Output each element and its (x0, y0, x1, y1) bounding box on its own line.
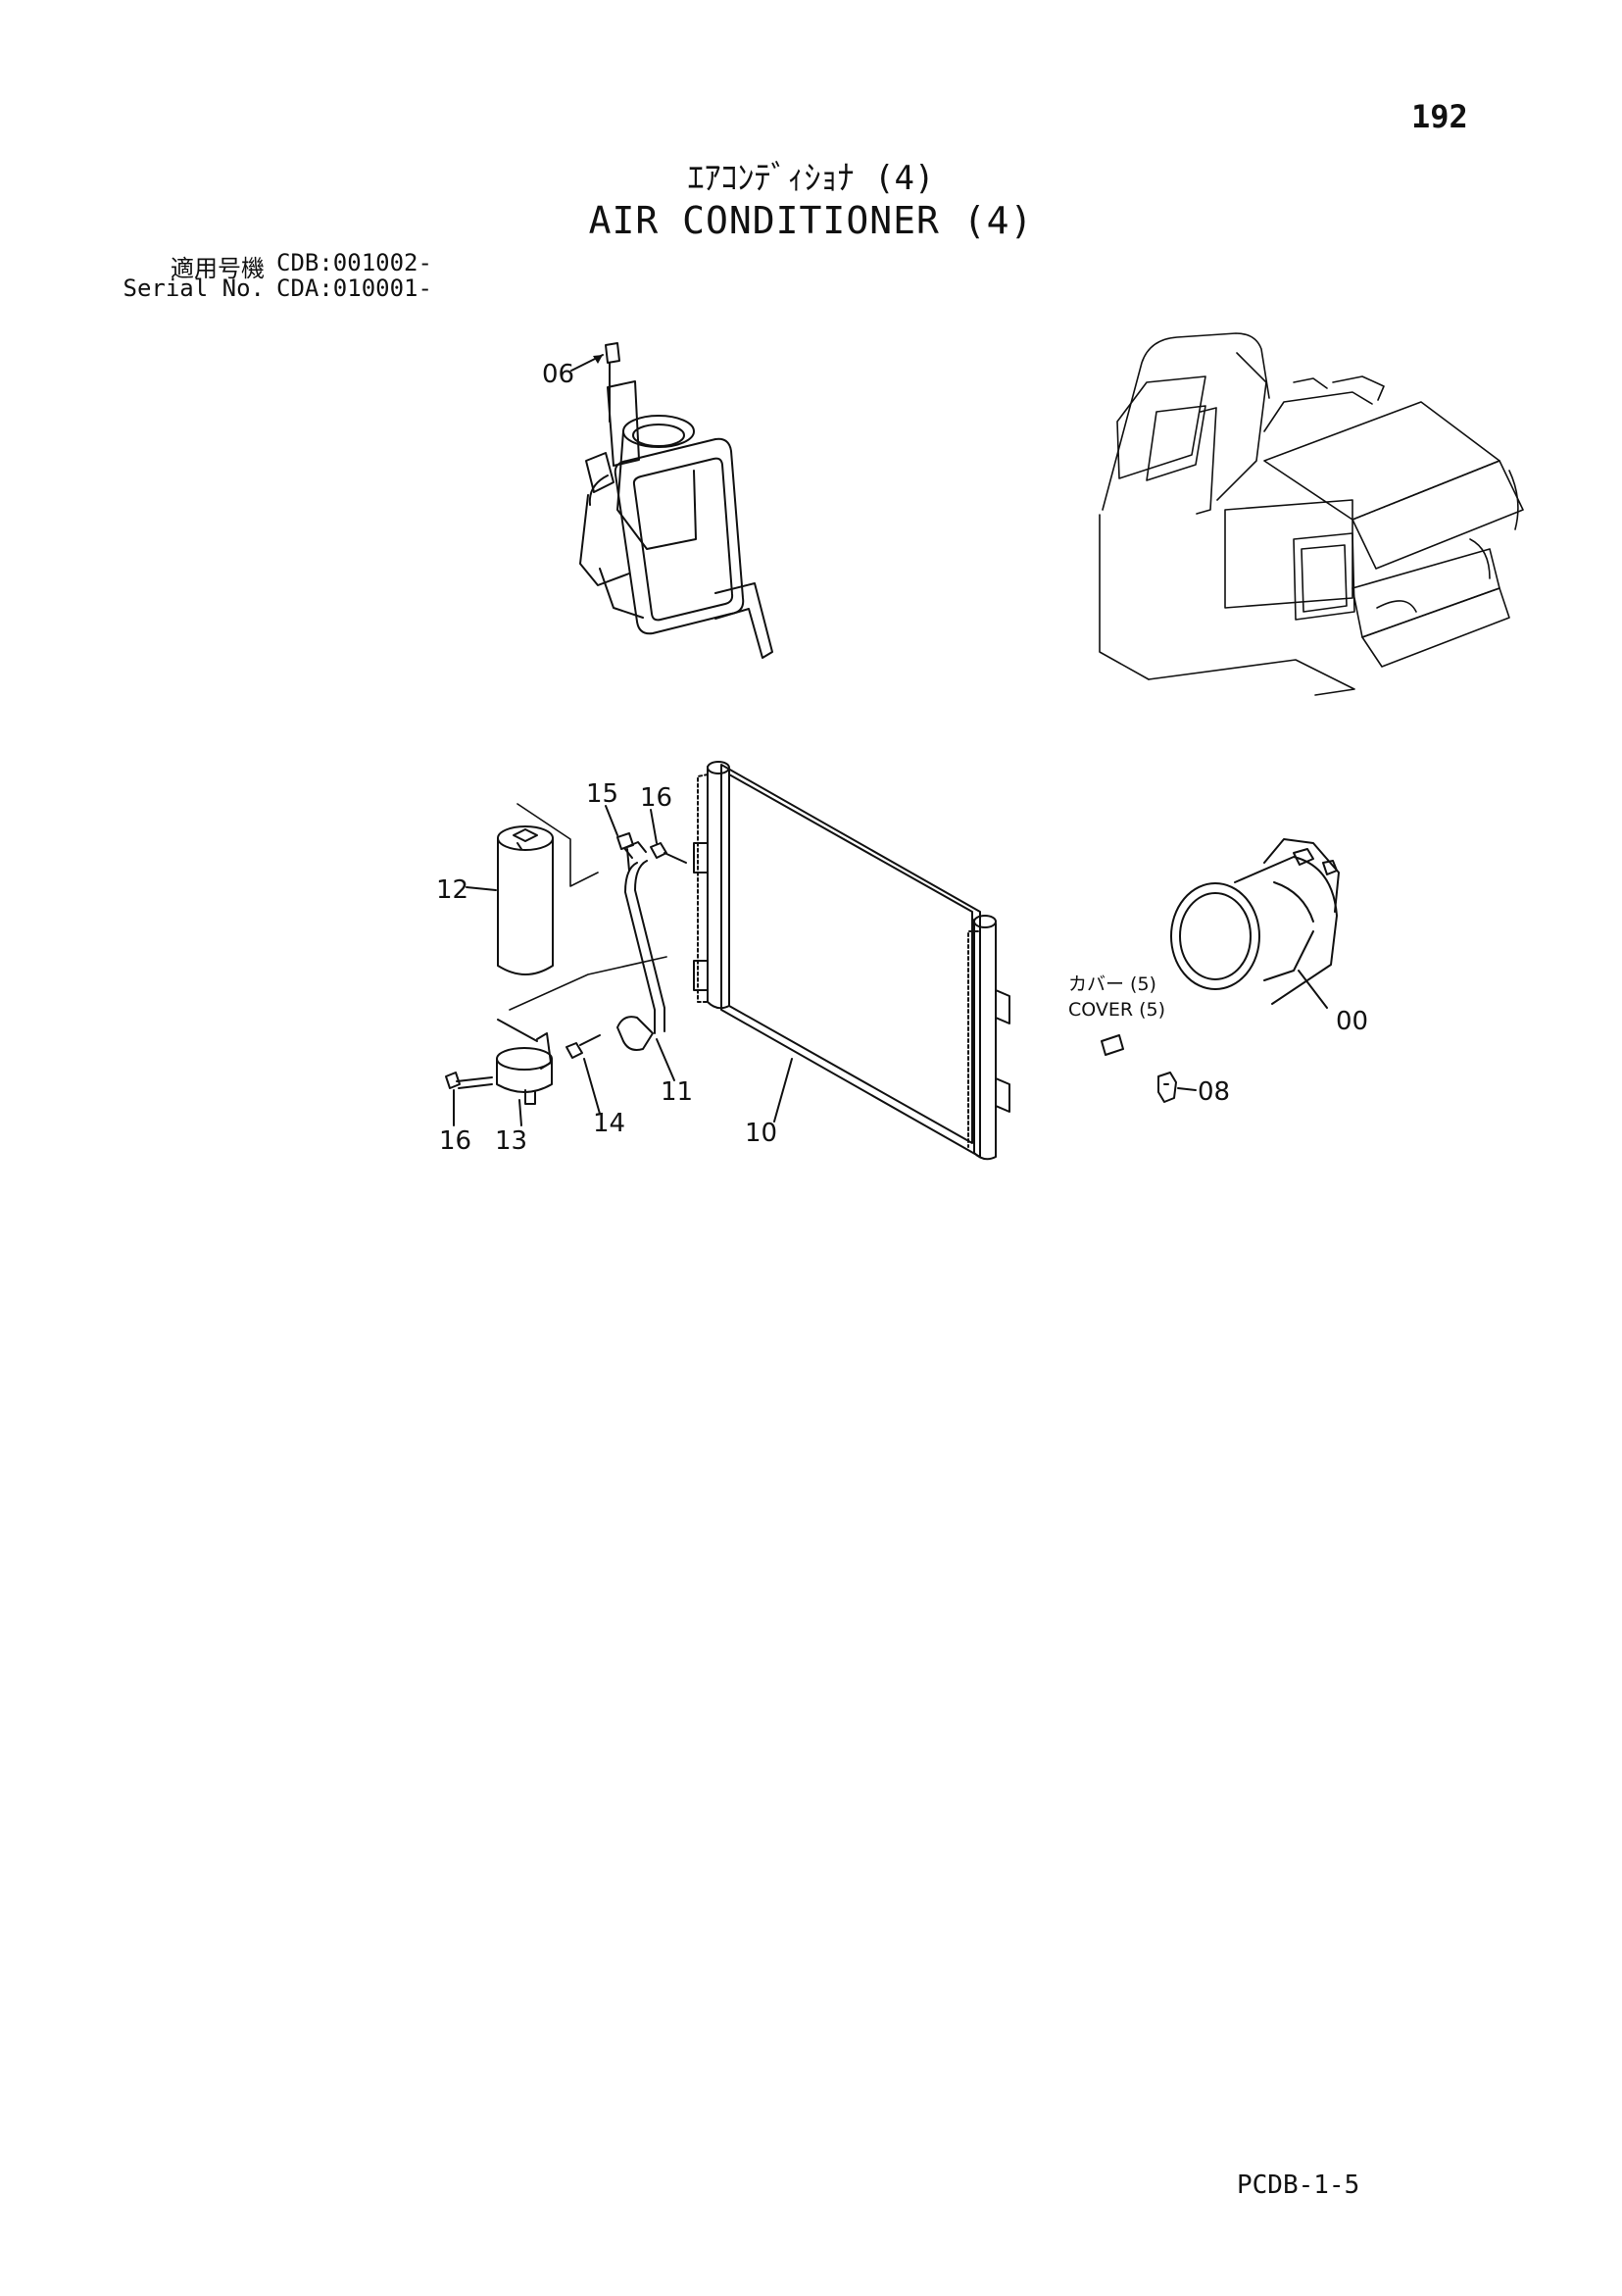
page-title: AIR CONDITIONER (4) (588, 199, 1034, 242)
callout-line-11 (656, 1038, 675, 1081)
applicable-model-row: 適用号機 CDB:001002- (108, 249, 432, 283)
callout-08: 08 (1198, 1077, 1230, 1107)
callout-00: 00 (1336, 1007, 1368, 1036)
clamp-band-drawing (496, 1032, 553, 1105)
bolt-15-drawing (616, 832, 634, 872)
callout-line-00 (1298, 970, 1328, 1009)
applicable-value: CDB:001002- (276, 249, 432, 276)
document-code: PCDB-1-5 (1237, 2171, 1360, 2200)
callout-16b: 16 (439, 1126, 471, 1156)
pipe-11-drawing (616, 841, 665, 1051)
callout-line-14 (583, 1058, 601, 1115)
bolt-16a-drawing (650, 842, 687, 864)
callout-16a: 16 (640, 783, 672, 813)
receiver-dryer-drawing (497, 825, 554, 975)
callout-06: 06 (542, 360, 574, 389)
fitting-08-drawing (1157, 1072, 1177, 1103)
callout-12: 12 (436, 875, 468, 905)
serial-value: CDA:010001- (276, 275, 432, 302)
cover-label-jp: カバー (5) (1068, 973, 1156, 995)
bolt-16b-drawing (445, 1072, 493, 1089)
callout-line-15 (605, 805, 618, 836)
cover-part-drawing (1101, 1034, 1124, 1056)
page-number: 192 (1411, 98, 1468, 135)
callout-line-13 (518, 1099, 522, 1126)
callout-line-16a (650, 809, 658, 844)
callout-10: 10 (745, 1119, 777, 1148)
excavator-overview-drawing (1099, 332, 1524, 696)
cover-label-en: COVER (5) (1068, 999, 1165, 1021)
condenser-drawing (693, 761, 1010, 1161)
callout-14: 14 (593, 1109, 625, 1138)
title-japanese: ｴｱｺﾝﾃﾞｨｼｮﾅ (4) (687, 159, 935, 198)
compressor-drawing (1170, 838, 1340, 1005)
blower-duct-assembly-drawing (579, 342, 773, 659)
bolt-14-drawing (565, 1034, 601, 1059)
callout-line-08 (1177, 1087, 1197, 1091)
callout-13: 13 (495, 1126, 527, 1156)
serial-number-row: Serial No. CDA:010001- (108, 275, 432, 302)
callout-line-12 (466, 886, 497, 891)
callout-11: 11 (661, 1077, 693, 1107)
callout-15: 15 (586, 779, 618, 809)
applicable-label: 適用号機 (171, 255, 265, 282)
serial-label: Serial No. (123, 275, 266, 302)
callout-line-10 (773, 1058, 793, 1123)
